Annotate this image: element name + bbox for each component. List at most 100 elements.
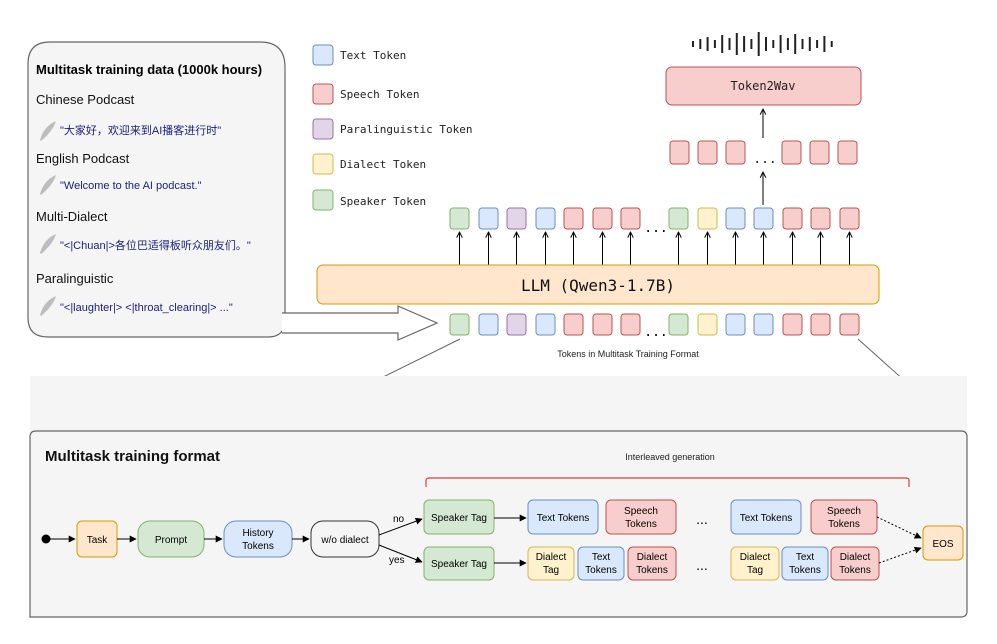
- paralinguistic-label: Paralinguistic: [36, 271, 114, 286]
- no-label: no: [393, 514, 405, 525]
- paralinguistic-example: "<|laughter|> <|throat_clearing|> ...": [60, 302, 233, 314]
- text-tokens-label: Text Tokens: [740, 513, 793, 524]
- english-podcast-label: English Podcast: [36, 151, 130, 166]
- hollow-arrow: [282, 305, 439, 341]
- text-token: [478, 313, 499, 336]
- speech-token: [809, 140, 830, 165]
- speech-token: [782, 313, 803, 336]
- speech-token: [725, 140, 746, 165]
- dialect-token: [697, 313, 718, 336]
- speaker-token: [668, 313, 689, 336]
- waveform-bar: [735, 33, 738, 55]
- multi-dialect-example: "<|Chuan|>各位巴适得板听众朋友们。": [60, 238, 251, 252]
- speech-token: [620, 207, 641, 230]
- speaker-tag-label: Speaker Tag: [431, 513, 487, 524]
- text-tokens-label: Text Tokens: [537, 513, 590, 524]
- tokens-caption: Tokens in Multitask Training Format: [557, 349, 699, 359]
- no-branch-ellipsis: ...: [696, 511, 708, 527]
- text-tokens-node-small: [577, 546, 625, 581]
- dialect-tag-node: [730, 546, 780, 581]
- speech-token: [592, 313, 613, 336]
- speech-token: [669, 140, 690, 165]
- waveform-bar: [779, 35, 782, 53]
- interleaved-label: Interleaved generation: [625, 452, 715, 462]
- waveform-bar: [801, 39, 804, 49]
- waveform-icon: [692, 32, 833, 56]
- speaker-tag-label: Speaker Tag: [431, 559, 487, 570]
- speech-token: [781, 140, 802, 165]
- text-token: [725, 207, 746, 230]
- yes-branch-ellipsis: ...: [696, 557, 708, 573]
- token2wav-label: Token2Wav: [730, 79, 795, 93]
- legend-speaker-token: Speaker Token: [340, 195, 426, 208]
- wo-dialect-label: w/o dialect: [320, 535, 368, 546]
- prompt-label: Prompt: [155, 535, 187, 546]
- speech-token: [563, 313, 584, 336]
- waveform-bar: [699, 39, 702, 49]
- training-data-panel: Multitask training data (1000k hours) Ch…: [27, 41, 286, 338]
- text-tokens-node-small: [781, 546, 829, 581]
- para-token: [506, 207, 527, 230]
- token-ellipsis: ...: [644, 325, 667, 340]
- output-ellipsis: ...: [753, 152, 776, 167]
- speaker-tag-node-no: [423, 499, 495, 535]
- legend-paralinguistic-token: Paralinguistic Token: [340, 123, 472, 136]
- para-token: [506, 313, 527, 336]
- interleaved-bracket: [425, 477, 910, 487]
- legend-text-token: Text Token: [340, 49, 406, 62]
- dialect-tokens-node: [830, 546, 880, 581]
- waveform-bar: [728, 38, 731, 50]
- dotted-arrow-eos-top: [876, 516, 922, 539]
- speech-token: [563, 207, 584, 230]
- text-tokens-node: [730, 499, 802, 535]
- format-title: Multitask training format: [45, 448, 220, 465]
- dotted-arrow-eos-bottom: [878, 546, 922, 564]
- waveform-bar: [757, 32, 760, 56]
- waveform-bar: [786, 38, 789, 50]
- feather-icon: [40, 234, 56, 254]
- text-token: [478, 207, 499, 230]
- waveform-bar: [721, 35, 724, 53]
- waveform-bar: [713, 40, 716, 48]
- speech-token: [620, 313, 641, 336]
- speech-tokens-node: [605, 499, 677, 535]
- text-token: [753, 313, 774, 336]
- input-tokens: ...: [449, 313, 860, 340]
- yes-branch-arrow: [378, 544, 423, 563]
- text-tokens-node: [527, 499, 599, 535]
- llm-box: [316, 264, 880, 305]
- speech-token: [839, 313, 860, 336]
- dialect-tokens-node: [627, 546, 677, 581]
- output-speech-tokens: [669, 140, 858, 165]
- llm-label: LLM (Qwen3-1.7B): [521, 276, 675, 295]
- speech-token: [839, 207, 860, 230]
- multi-dialect-label: Multi-Dialect: [36, 209, 108, 224]
- wo-dialect-node: [310, 520, 380, 558]
- feather-icon: [40, 121, 56, 141]
- token-ellipsis: ...: [644, 221, 667, 236]
- speaker-token: [449, 313, 470, 336]
- eos-label: EOS: [932, 539, 953, 550]
- token2wav-box: [665, 66, 862, 106]
- waveform-bar: [830, 41, 833, 47]
- start-dot: [41, 534, 51, 544]
- yes-label: yes: [389, 555, 405, 566]
- training-format-panel: Multitask training format Interleaved ge…: [29, 376, 968, 618]
- waveform-bar: [765, 37, 767, 51]
- eos-node: [922, 525, 964, 561]
- chinese-podcast-example: "大家好，欢迎来到AI播客进行时": [60, 123, 221, 137]
- speech-token: [810, 313, 831, 336]
- waveform-bar: [743, 36, 746, 52]
- speech-token: [837, 140, 858, 165]
- llm-output-arrows: [460, 232, 850, 265]
- waveform-bar: [794, 34, 797, 54]
- waveform-bar: [808, 37, 811, 51]
- speech-token: [592, 207, 613, 230]
- llm-output-tokens: ...: [449, 207, 860, 236]
